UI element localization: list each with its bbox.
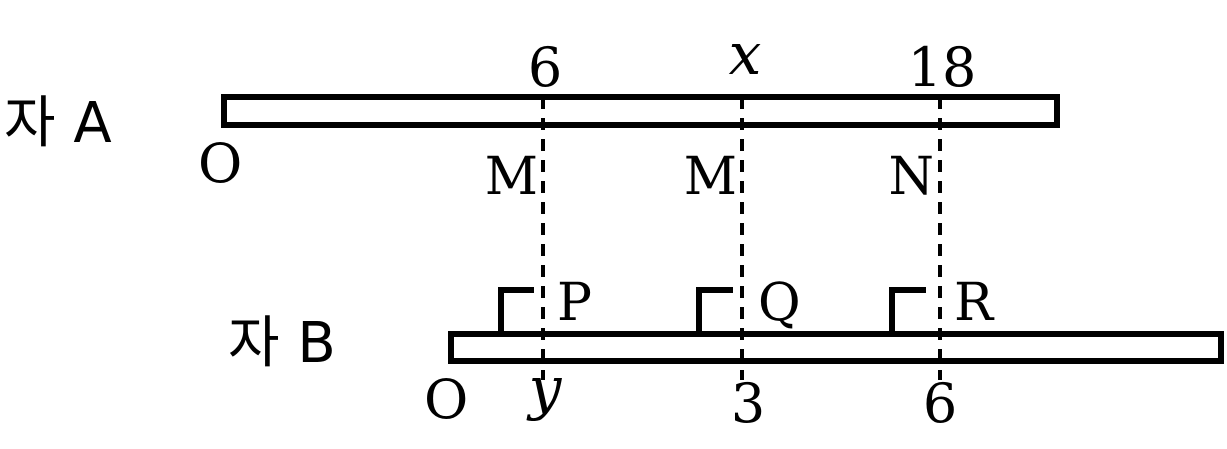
marker-p-label: P: [557, 273, 592, 333]
marker-r: [889, 287, 926, 334]
marker-q-label: Q: [758, 273, 801, 333]
ruler-a-bar: [221, 94, 1060, 128]
marker-q: [696, 287, 733, 334]
ruler-a-name: 자 A: [4, 91, 112, 156]
ruler-b-scale-y: y: [526, 354, 563, 422]
ruler-a-origin-label: O: [198, 132, 242, 195]
ruler-a-point-n: N: [889, 147, 935, 207]
ruler-b-scale-6: 6: [923, 372, 957, 435]
ruler-a-point-m1: M: [485, 147, 538, 207]
ruler-a-point-m2: M: [684, 147, 737, 207]
ruler-b-scale-3: 3: [731, 372, 765, 435]
ruler-a-scale-18: 18: [908, 36, 977, 99]
ruler-a-scale-x: x: [729, 20, 762, 88]
alignment-lines: [541, 97, 942, 380]
marker-p: [498, 287, 534, 334]
ruler-a-scale-6: 6: [528, 36, 562, 99]
ruler-a: 자 A O 6 x 18 M M N: [4, 20, 1060, 207]
ruler-b-origin-label: O: [424, 368, 468, 431]
marker-r-label: R: [954, 273, 995, 333]
ruler-b-bar: [448, 331, 1224, 364]
ruler-b: 자 B O P Q R y 3 6: [228, 273, 1224, 435]
ruler-b-name: 자 B: [228, 311, 336, 376]
